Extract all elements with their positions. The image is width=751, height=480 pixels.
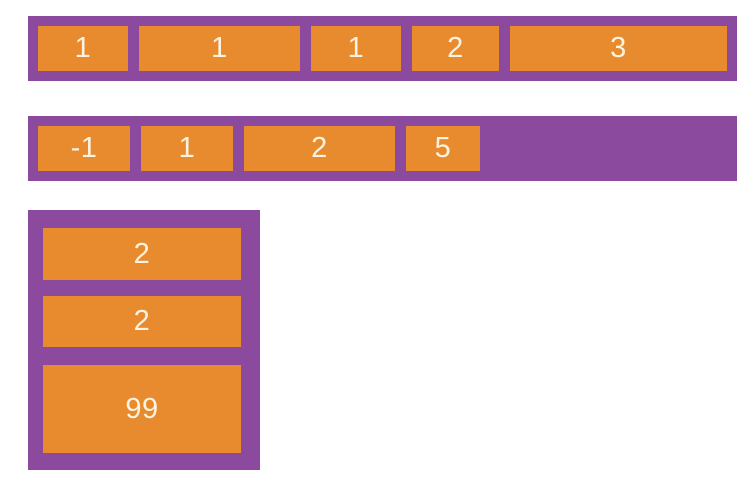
flex-item: 1: [139, 26, 300, 71]
flex-row-container-1: 1 1 1 2 3: [28, 16, 737, 81]
flex-item: 5: [406, 126, 480, 171]
flex-row-container-2: -1 1 2 5: [28, 116, 737, 181]
flex-item: 1: [141, 126, 233, 171]
flex-column-container: 2 2 99: [28, 210, 260, 470]
flex-item: -1: [38, 126, 130, 171]
flex-item: 3: [510, 26, 727, 71]
flex-item: 1: [38, 26, 128, 71]
flex-item: 1: [311, 26, 401, 71]
flex-item: 2: [412, 26, 499, 71]
flex-item: 2: [244, 126, 395, 171]
flex-item: 2: [43, 296, 241, 347]
flex-item: 2: [43, 228, 241, 280]
flex-item: 99: [43, 365, 241, 453]
